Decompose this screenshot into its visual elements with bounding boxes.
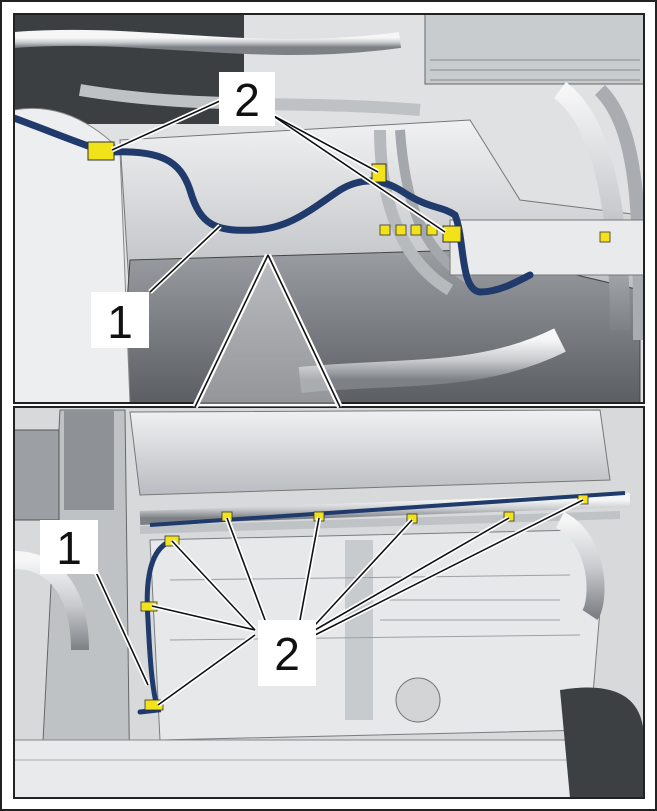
lower-callout-2: 2 (258, 620, 316, 686)
zoom-connector (192, 253, 343, 409)
lower-view (14, 407, 644, 798)
svg-text:1: 1 (107, 296, 133, 348)
lower-clip-8 (577, 494, 589, 505)
upper-clip-3 (442, 225, 462, 243)
lower-clip-7 (503, 511, 515, 522)
upper-line-route (14, 114, 534, 296)
upper-callout-2: 2 (219, 72, 275, 126)
lower-line-route-vertical (137, 537, 178, 715)
svg-text:2: 2 (234, 74, 260, 126)
upper-clip-1 (87, 141, 115, 161)
upper-callout-1: 1 (91, 292, 149, 348)
svg-text:1: 1 (56, 522, 82, 574)
svg-text:2: 2 (274, 628, 300, 680)
lower-clip-3 (144, 699, 164, 711)
lower-callout-1: 1 (40, 520, 98, 574)
upper-clip-2 (371, 163, 387, 183)
